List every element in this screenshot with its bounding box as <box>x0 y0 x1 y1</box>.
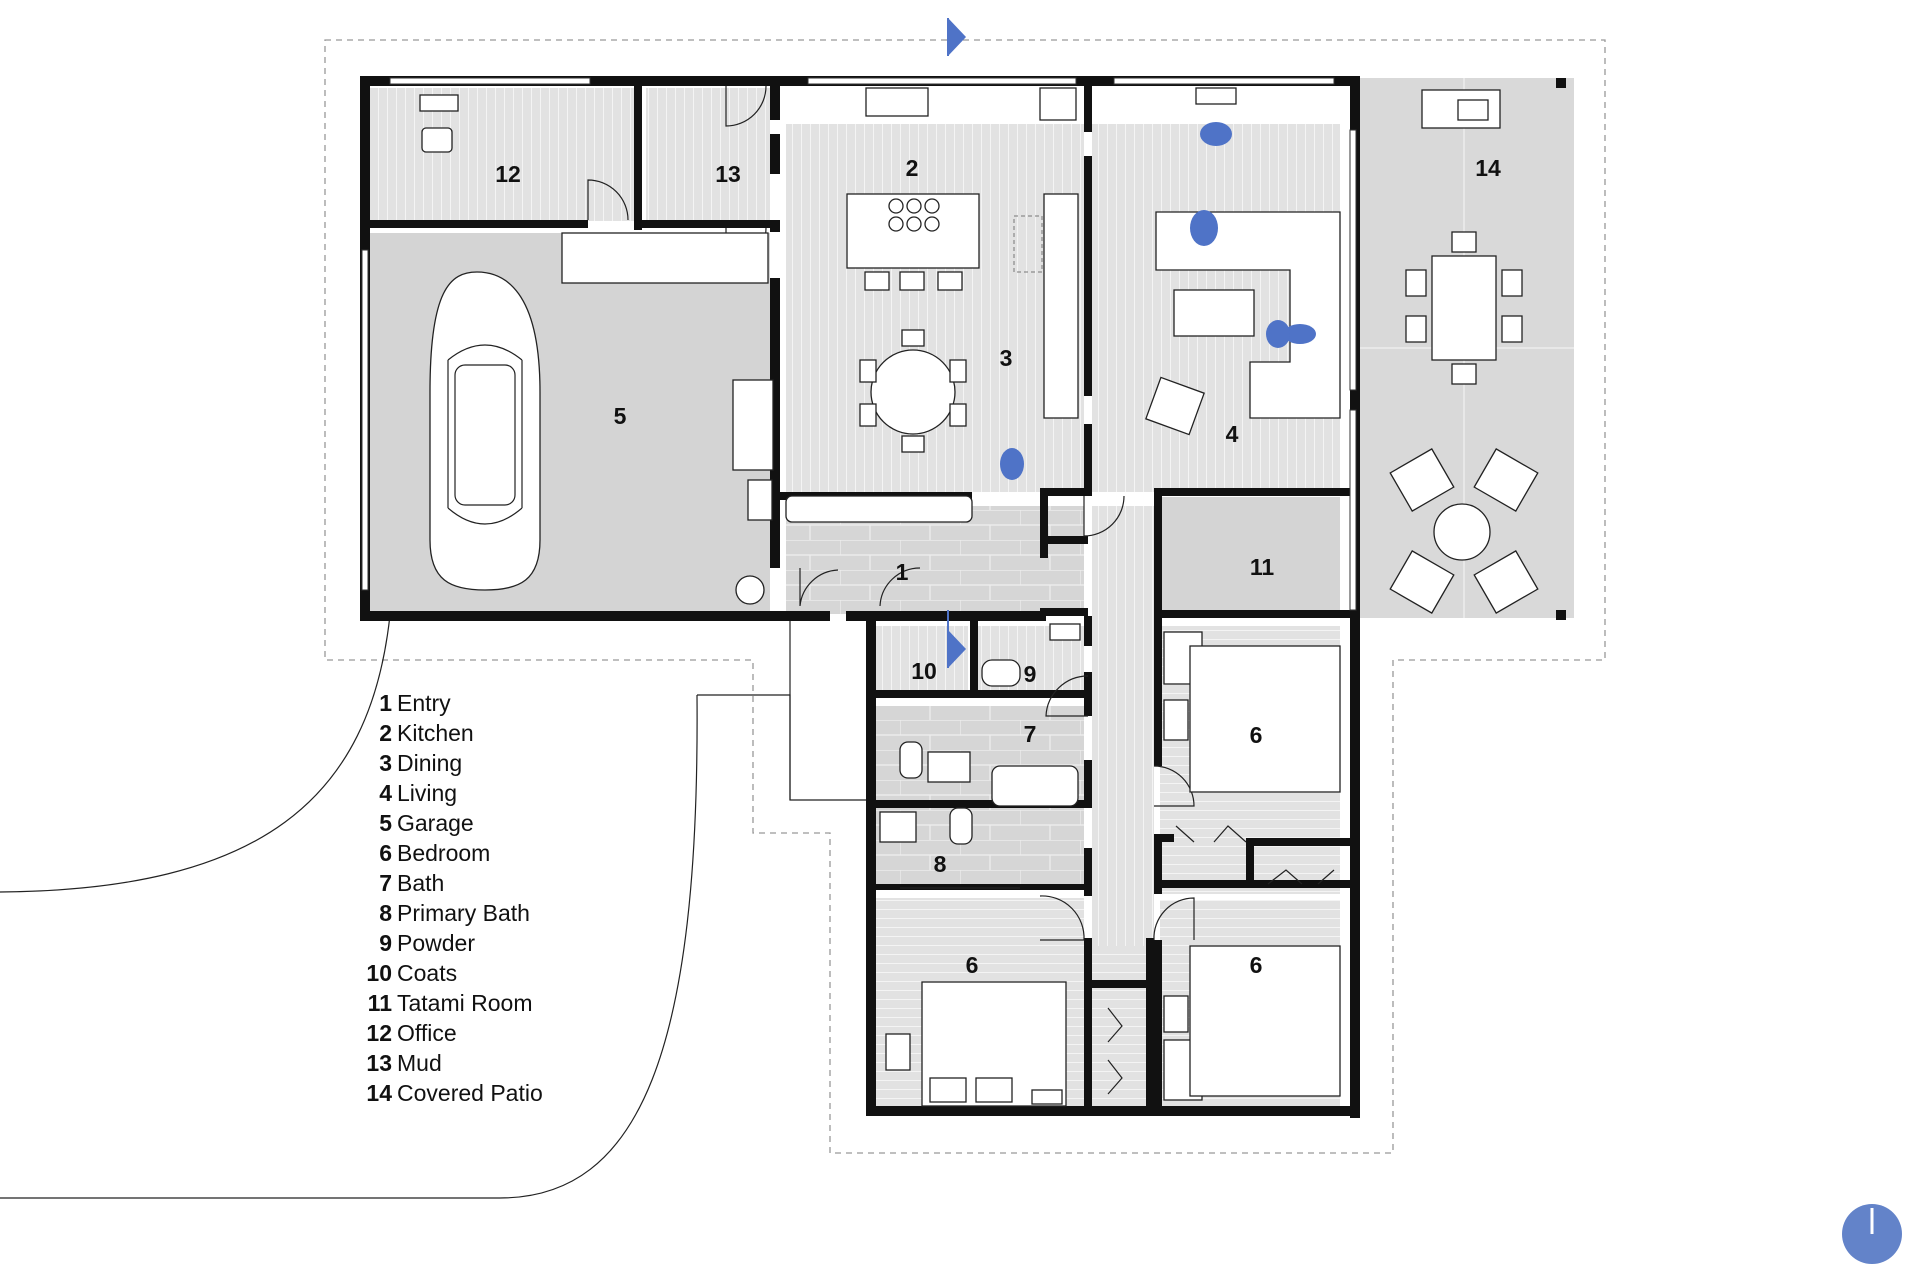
garage-water-heater <box>735 575 765 605</box>
room-number-tatami: 11 <box>1250 554 1275 580</box>
room-number-bedroom-se: 6 <box>1250 952 1263 978</box>
room-number-office: 12 <box>495 161 521 187</box>
room-number-bedroom-primary: 6 <box>966 952 979 978</box>
primary-bed-pillow <box>975 1077 1013 1103</box>
patio-lounge <box>1389 448 1539 614</box>
bed-se <box>1189 945 1341 1097</box>
nightstand-se <box>1163 995 1189 1033</box>
nightstand-primary <box>885 1033 911 1071</box>
room-number-primary-bath: 8 <box>934 851 947 877</box>
entry-bench <box>785 495 973 523</box>
room-number-kitchen: 2 <box>906 155 919 181</box>
patio-post <box>1556 78 1566 88</box>
garage-bin <box>747 479 773 521</box>
room-labels: 1 2 3 4 5 6 6 6 7 8 9 10 11 12 13 14 <box>495 155 1501 978</box>
mud-floor <box>646 88 770 221</box>
garage-bench <box>561 232 769 284</box>
garage-shelf <box>732 379 774 471</box>
room-number-patio: 14 <box>1475 155 1501 181</box>
powder-toilet <box>981 659 1021 687</box>
room-number-coats: 10 <box>911 658 937 684</box>
kitchen-counter <box>1043 193 1079 419</box>
hall-floor <box>1092 506 1154 946</box>
kitchen-sink <box>865 87 929 117</box>
room-number-dining: 3 <box>1000 345 1013 371</box>
dining-table <box>859 329 967 453</box>
nightstand-ne <box>1163 699 1189 741</box>
entry-triangle-icon <box>948 630 966 668</box>
driveway <box>0 614 870 1199</box>
north-arrow-icon <box>1842 1204 1902 1264</box>
room-number-powder: 9 <box>1024 661 1037 687</box>
primary-bed-pillow <box>929 1077 967 1103</box>
entry-floor <box>786 506 1084 614</box>
kitchen-dining-floor <box>786 124 1084 492</box>
fridge <box>1039 87 1077 121</box>
windows <box>361 77 1357 611</box>
patio-post <box>1556 610 1566 620</box>
primary-toilet <box>949 807 973 845</box>
bath-toilet <box>899 741 923 779</box>
room-number-garage: 5 <box>614 403 627 429</box>
roof-outline <box>324 39 1606 1154</box>
room-number-mud: 13 <box>715 161 741 187</box>
bathtub <box>991 765 1079 807</box>
patio-dining-table <box>1405 231 1523 385</box>
room-number-living: 4 <box>1226 421 1239 447</box>
primary-sink <box>879 811 917 843</box>
sectional-sofa <box>1155 211 1341 419</box>
bed-ne <box>1189 645 1341 793</box>
bath-sink <box>927 751 971 783</box>
room-number-bath: 7 <box>1024 721 1037 747</box>
room-number-bedroom-ne: 6 <box>1250 722 1263 748</box>
office-desk <box>419 94 459 153</box>
closet-hall-floor <box>1092 946 1154 1106</box>
armchair <box>1145 376 1205 436</box>
garage-floor <box>366 233 770 611</box>
bench-primary <box>1031 1089 1063 1105</box>
car-icon <box>429 271 541 591</box>
person-icon <box>1000 122 1316 480</box>
tv-console <box>1195 87 1237 105</box>
office-floor <box>366 88 634 221</box>
island-stools <box>864 271 963 291</box>
powder-sink <box>1049 623 1081 641</box>
tatami-floor <box>1160 497 1340 614</box>
grill <box>1421 89 1501 129</box>
room-number-entry: 1 <box>896 559 909 585</box>
entry-triangle-icon <box>948 18 966 56</box>
cooktop-icon <box>888 198 940 232</box>
